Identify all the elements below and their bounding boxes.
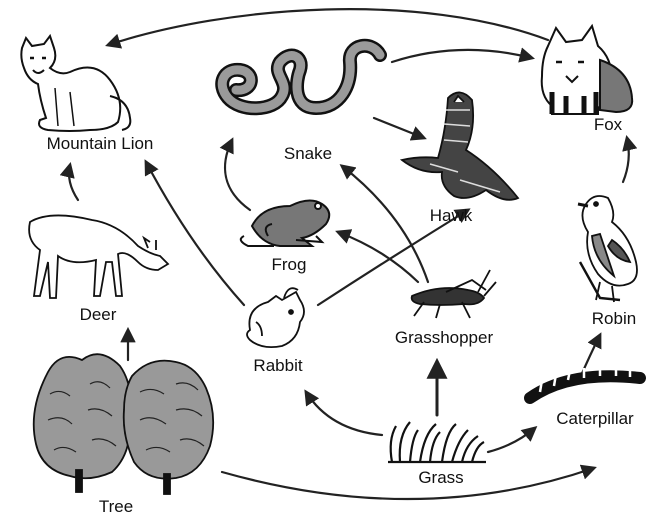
arrow-grass-to-caterpillar bbox=[488, 428, 535, 452]
deer-illustration bbox=[29, 215, 168, 298]
arrow-frog-to-snake bbox=[225, 140, 250, 210]
arrow-deer-to-mountain-lion bbox=[69, 165, 78, 200]
rabbit-illustration bbox=[247, 288, 304, 347]
label-grasshopper: Grasshopper bbox=[395, 328, 494, 347]
arrow-grasshopper-to-snake bbox=[342, 166, 428, 282]
arrow-snake-to-fox bbox=[392, 50, 532, 62]
arrow-robin-to-fox bbox=[623, 138, 629, 182]
arrow-tree-to-caterpillar bbox=[222, 468, 594, 499]
label-robin: Robin bbox=[592, 309, 636, 328]
label-rabbit: Rabbit bbox=[253, 356, 302, 375]
label-hawk: Hawk bbox=[430, 206, 473, 225]
arrow-fox-to-mountain-lion bbox=[108, 9, 548, 45]
label-mountain-lion: Mountain Lion bbox=[47, 134, 154, 153]
label-deer: Deer bbox=[80, 305, 117, 324]
grass-illustration bbox=[388, 422, 486, 462]
caterpillar-illustration bbox=[530, 366, 640, 398]
label-caterpillar: Caterpillar bbox=[556, 409, 634, 428]
snake-illustration bbox=[222, 46, 380, 108]
hawk-illustration bbox=[402, 92, 518, 199]
arrow-snake-to-hawk bbox=[374, 118, 424, 138]
label-grass: Grass bbox=[418, 468, 463, 487]
arrow-grasshopper-to-frog bbox=[338, 232, 418, 282]
tree-illustration bbox=[34, 354, 213, 494]
mountain-lion-illustration bbox=[21, 36, 130, 131]
label-tree: Tree bbox=[99, 497, 133, 516]
grasshopper-illustration bbox=[412, 270, 496, 318]
arrow-rabbit-to-mountain-lion bbox=[146, 162, 244, 305]
label-snake: Snake bbox=[284, 144, 332, 163]
arrow-grass-to-rabbit bbox=[306, 392, 382, 435]
robin-illustration bbox=[578, 196, 637, 302]
label-frog: Frog bbox=[272, 255, 307, 274]
fox-illustration bbox=[542, 26, 632, 114]
label-fox: Fox bbox=[594, 115, 623, 134]
frog-illustration bbox=[241, 200, 329, 246]
